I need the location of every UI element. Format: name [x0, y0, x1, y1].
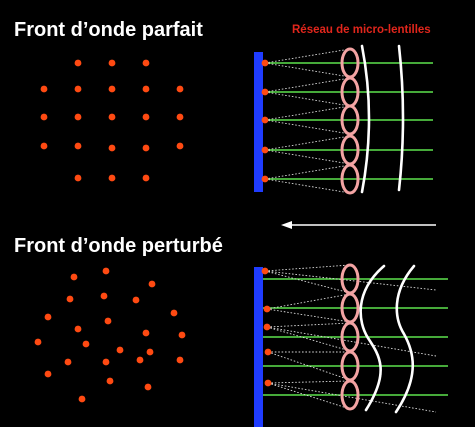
title-perfect-wavefront: Front d’onde parfait — [14, 19, 203, 41]
microlens-array-label: Réseau de micro-lentilles — [292, 24, 431, 36]
spot-dot — [108, 174, 116, 182]
spot-dot — [104, 317, 112, 325]
focal-spot — [264, 348, 272, 356]
spot-dot — [176, 113, 184, 121]
focal-spot — [261, 88, 269, 96]
spot-dot — [146, 348, 154, 356]
focus-ray — [267, 382, 351, 410]
focal-spot — [261, 175, 269, 183]
spot-dot — [132, 296, 140, 304]
focal-spot — [264, 379, 272, 387]
spot-dot — [148, 280, 156, 288]
spot-dot — [108, 113, 116, 121]
focus-ray — [264, 264, 351, 272]
focus-ray — [264, 270, 351, 294]
micro-lens — [340, 379, 360, 411]
spot-dot — [74, 85, 82, 93]
focal-spot — [261, 116, 269, 124]
spot-dot — [170, 309, 178, 317]
focus-ray — [267, 382, 437, 413]
focus-ray — [264, 62, 351, 78]
spot-dot — [176, 356, 184, 364]
spot-dot — [108, 144, 116, 152]
arrow-left-icon — [281, 221, 436, 229]
spot-dot — [74, 59, 82, 67]
spot-pattern-perfect — [40, 59, 184, 182]
spot-dot — [142, 85, 150, 93]
optics-perturbed — [254, 263, 448, 427]
spot-dot — [176, 85, 184, 93]
focal-spot — [263, 305, 271, 313]
wavefront-curve — [360, 44, 371, 194]
micro-lens — [340, 104, 360, 136]
spot-dot — [142, 59, 150, 67]
spot-dot — [66, 295, 74, 303]
focus-ray — [264, 149, 351, 165]
spot-dot — [102, 358, 110, 366]
focus-ray — [264, 164, 351, 180]
focus-ray — [267, 351, 351, 381]
spot-dot — [34, 338, 42, 346]
micro-lens — [340, 163, 360, 195]
spot-dot — [142, 113, 150, 121]
spot-dot — [40, 85, 48, 93]
wavefront-curve — [394, 264, 416, 414]
spot-dot — [102, 267, 110, 275]
spot-dot — [40, 113, 48, 121]
spot-dot — [64, 358, 72, 366]
focus-ray — [264, 135, 351, 151]
focus-ray — [266, 308, 351, 323]
focus-ray — [267, 380, 351, 384]
spot-dot — [74, 113, 82, 121]
spot-dot — [74, 142, 82, 150]
spot-dot — [108, 59, 116, 67]
focus-ray — [264, 105, 351, 121]
focus-ray — [266, 322, 351, 328]
detector-bar — [254, 52, 263, 192]
focal-spot — [261, 59, 269, 67]
spot-dot — [144, 383, 152, 391]
wavefront-curve — [359, 264, 386, 412]
focus-ray — [264, 270, 437, 291]
spot-dot — [106, 377, 114, 385]
spot-dot — [70, 273, 78, 281]
focal-spot — [261, 146, 269, 154]
spot-dot — [178, 331, 186, 339]
spot-dot — [142, 144, 150, 152]
focus-ray — [264, 178, 351, 194]
focal-spot — [263, 323, 271, 331]
focus-ray — [264, 48, 351, 64]
spot-dot — [40, 142, 48, 150]
spot-dot — [78, 395, 86, 403]
wavefront-curve — [397, 44, 405, 192]
spot-dot — [44, 313, 52, 321]
spot-dot — [142, 174, 150, 182]
spot-dot — [82, 340, 90, 348]
focus-ray — [264, 91, 351, 107]
focal-spot — [261, 267, 269, 275]
focus-ray — [266, 326, 437, 357]
spot-dot — [136, 356, 144, 364]
optics-perfect — [254, 44, 433, 195]
spot-dot — [74, 325, 82, 333]
focus-ray — [264, 119, 351, 135]
focus-ray — [266, 326, 351, 352]
focus-ray — [266, 293, 351, 310]
spot-dot — [44, 370, 52, 378]
spot-dot — [74, 174, 82, 182]
spot-pattern-perturbed — [34, 267, 186, 403]
spot-dot — [116, 346, 124, 354]
spot-dot — [142, 329, 150, 337]
detector-bar — [254, 267, 263, 427]
focus-ray — [264, 77, 351, 93]
title-perturbed-wavefront: Front d’onde perturbé — [14, 235, 223, 257]
spot-dot — [108, 85, 116, 93]
spot-dot — [176, 142, 184, 150]
spot-dot — [100, 292, 108, 300]
